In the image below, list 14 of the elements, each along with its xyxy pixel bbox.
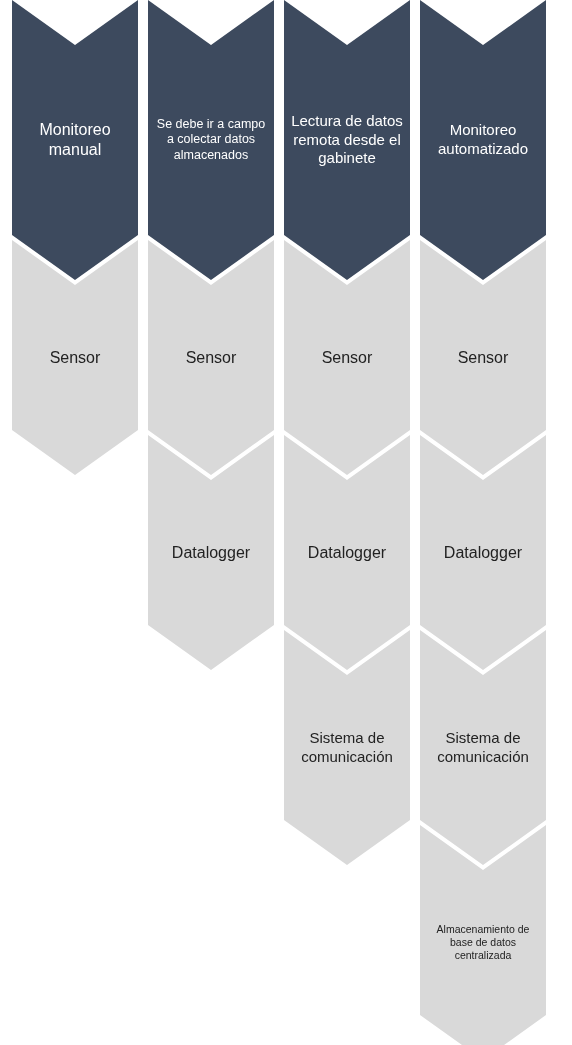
step-label: Datalogger [307, 542, 387, 563]
step-label: Sensor [321, 347, 373, 368]
step-label: Almacenamiento de base de datos centralizada [435, 922, 531, 963]
step-label: Sensor [185, 347, 237, 368]
step-label: Sistema de comunicación [300, 728, 394, 767]
step-label: Sistema de comunicación [436, 728, 530, 767]
step-label: Sensor [49, 347, 101, 368]
step-label: Sensor [457, 347, 509, 368]
heading-label: Monitoreo manual [38, 120, 112, 160]
step-label: Datalogger [171, 542, 251, 563]
heading-label: Lectura de datos remota desde el gabinete [290, 111, 404, 169]
step-label: Datalogger [443, 542, 523, 563]
heading-label: Se debe ir a campo a colectar datos almacenados [155, 116, 267, 164]
heading-label: Monitoreo automatizado [436, 121, 530, 159]
